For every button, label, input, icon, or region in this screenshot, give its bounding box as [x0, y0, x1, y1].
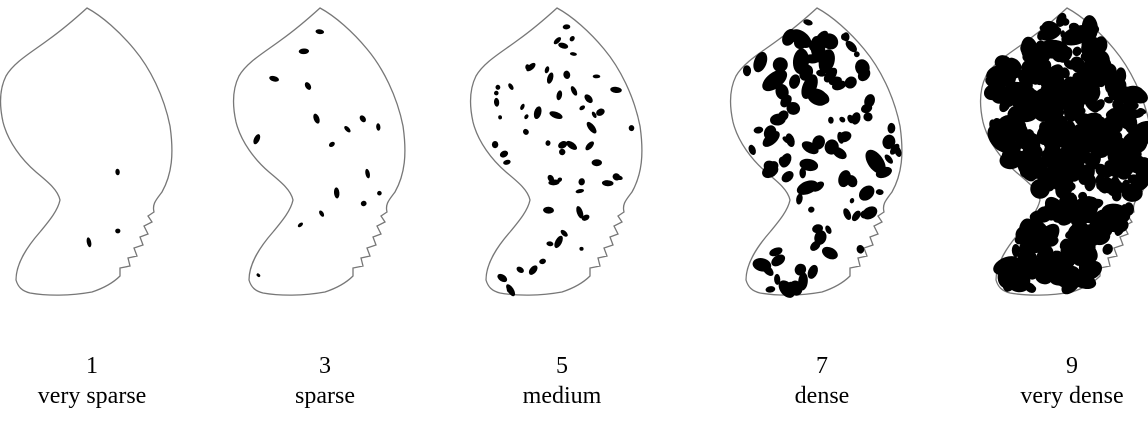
leaf-outline: [1, 8, 172, 295]
leaf-diagram-dense: [722, 4, 922, 304]
scale-panel-sparse: 3 sparse: [225, 0, 425, 423]
leaf-outline-path: [471, 8, 642, 295]
leaf-outline-path: [1, 8, 172, 295]
leaf-diagram-medium: [462, 4, 662, 304]
density-label: dense: [722, 382, 922, 410]
leaf-diagram-very-sparse: [0, 4, 192, 304]
leaf-outline: [471, 8, 642, 295]
score-label: 5: [462, 352, 662, 380]
leaf-outline: [234, 8, 405, 295]
scale-panel-medium: 5 medium: [462, 0, 662, 423]
leaf-outline-path: [234, 8, 405, 295]
score-label: 7: [722, 352, 922, 380]
scale-panel-very-sparse: 1 very sparse: [0, 0, 192, 423]
leaf-spot: [492, 141, 498, 148]
density-label: medium: [462, 382, 662, 410]
score-label: 1: [0, 352, 192, 380]
leaf-spot: [115, 229, 120, 234]
leaf-spot: [592, 159, 602, 166]
density-label: very dense: [972, 382, 1148, 410]
scale-panel-very-dense: 9 very dense: [972, 0, 1148, 423]
leaf-diagram-very-dense: [972, 4, 1148, 304]
density-label: very sparse: [0, 382, 192, 410]
score-label: 9: [972, 352, 1148, 380]
leaf-spot: [841, 33, 848, 40]
score-label: 3: [225, 352, 425, 380]
density-label: sparse: [225, 382, 425, 410]
scale-panel-dense: 7 dense: [722, 0, 922, 423]
leaf-diagram-sparse: [225, 4, 425, 304]
